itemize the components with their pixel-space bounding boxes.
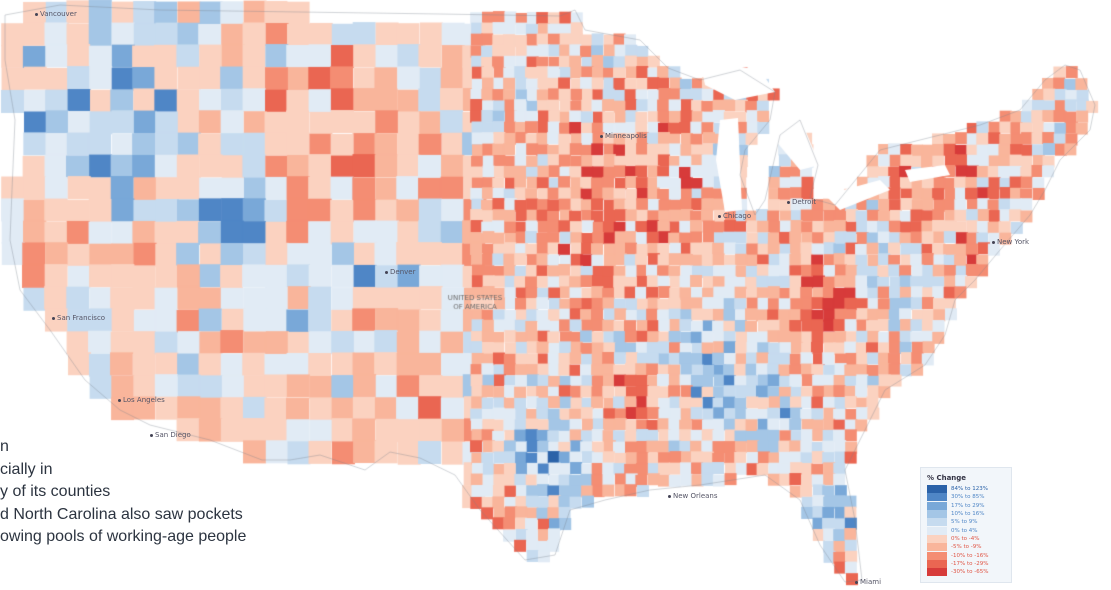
legend-swatch: [927, 510, 947, 519]
city-dot-icon: [855, 580, 858, 584]
legend-item: 84% to 123%: [927, 485, 1005, 494]
city-dot-icon: [718, 214, 721, 218]
legend-label: -10% to -16%: [951, 552, 989, 559]
map-caption: n cially in y of its counties d North Ca…: [0, 436, 340, 549]
caption-line: d North Carolina also saw pockets: [0, 505, 243, 523]
legend-item: 17% to 29%: [927, 501, 1005, 510]
map-legend: % Change 84% to 123%30% to 85%17% to 29%…: [920, 467, 1012, 583]
legend-item: -17% to -29%: [927, 559, 1005, 568]
caption-line: y of its counties: [0, 483, 111, 500]
city-dot-icon: [150, 433, 153, 437]
legend-swatch: [927, 526, 947, 535]
city-dot-icon: [600, 134, 603, 138]
legend-swatch: [927, 485, 947, 494]
caption-line: n: [0, 438, 9, 455]
legend-item: 0% to -4%: [927, 534, 1005, 543]
caption-line: owing pools of working-age people: [0, 528, 247, 545]
city-label: New Orleans: [668, 492, 718, 500]
city-dot-icon: [118, 398, 121, 402]
legend-item: 30% to 85%: [927, 493, 1005, 502]
city-label: Miami: [855, 578, 881, 586]
legend-item: -10% to -16%: [927, 551, 1005, 560]
legend-swatch: [927, 518, 947, 527]
legend-item: -5% to -9%: [927, 543, 1005, 552]
legend-swatch: [927, 493, 947, 502]
city-label: Detroit: [787, 198, 816, 206]
legend-swatch: [927, 551, 947, 560]
caption-line: cially in: [0, 460, 53, 478]
legend-label: 84% to 123%: [951, 486, 988, 493]
legend-label: -17% to -29%: [951, 560, 989, 567]
legend-swatch: [927, 559, 947, 568]
legend-item: -30% to -65%: [927, 568, 1005, 577]
legend-label: -5% to -9%: [951, 544, 982, 551]
city-dot-icon: [385, 270, 388, 274]
city-dot-icon: [787, 200, 790, 204]
legend-label: 5% to 9%: [951, 519, 978, 526]
legend-swatch: [927, 543, 947, 552]
legend-label: 0% to 4%: [951, 527, 978, 534]
legend-swatch: [927, 568, 947, 577]
city-label: Denver: [385, 268, 415, 276]
city-dot-icon: [992, 240, 995, 244]
legend-item: 0% to 4%: [927, 526, 1005, 535]
city-label: Los Angeles: [118, 396, 165, 404]
legend-label: -30% to -65%: [951, 569, 989, 576]
legend-item: 10% to 16%: [927, 510, 1005, 519]
legend-label: 0% to -4%: [951, 535, 980, 542]
legend-item: 5% to 9%: [927, 518, 1005, 527]
legend-label: 17% to 29%: [951, 502, 985, 509]
city-dot-icon: [52, 316, 55, 320]
city-label: Vancouver: [35, 10, 77, 18]
city-label: Minneapolis: [600, 132, 647, 140]
city-label: San Francisco: [52, 314, 105, 322]
city-dot-icon: [668, 494, 671, 498]
legend-swatch: [927, 501, 947, 510]
legend-rows: 84% to 123%30% to 85%17% to 29% 10% to 16…: [927, 485, 1005, 577]
city-label: Chicago: [718, 212, 751, 220]
legend-label: 10% to 16%: [951, 511, 985, 518]
legend-label: 30% to 85%: [951, 494, 985, 501]
city-label: New York: [992, 238, 1029, 246]
city-dot-icon: [35, 12, 38, 16]
city-label: San Diego: [150, 431, 191, 439]
legend-title: % Change: [927, 474, 967, 482]
legend-swatch: [927, 534, 947, 543]
